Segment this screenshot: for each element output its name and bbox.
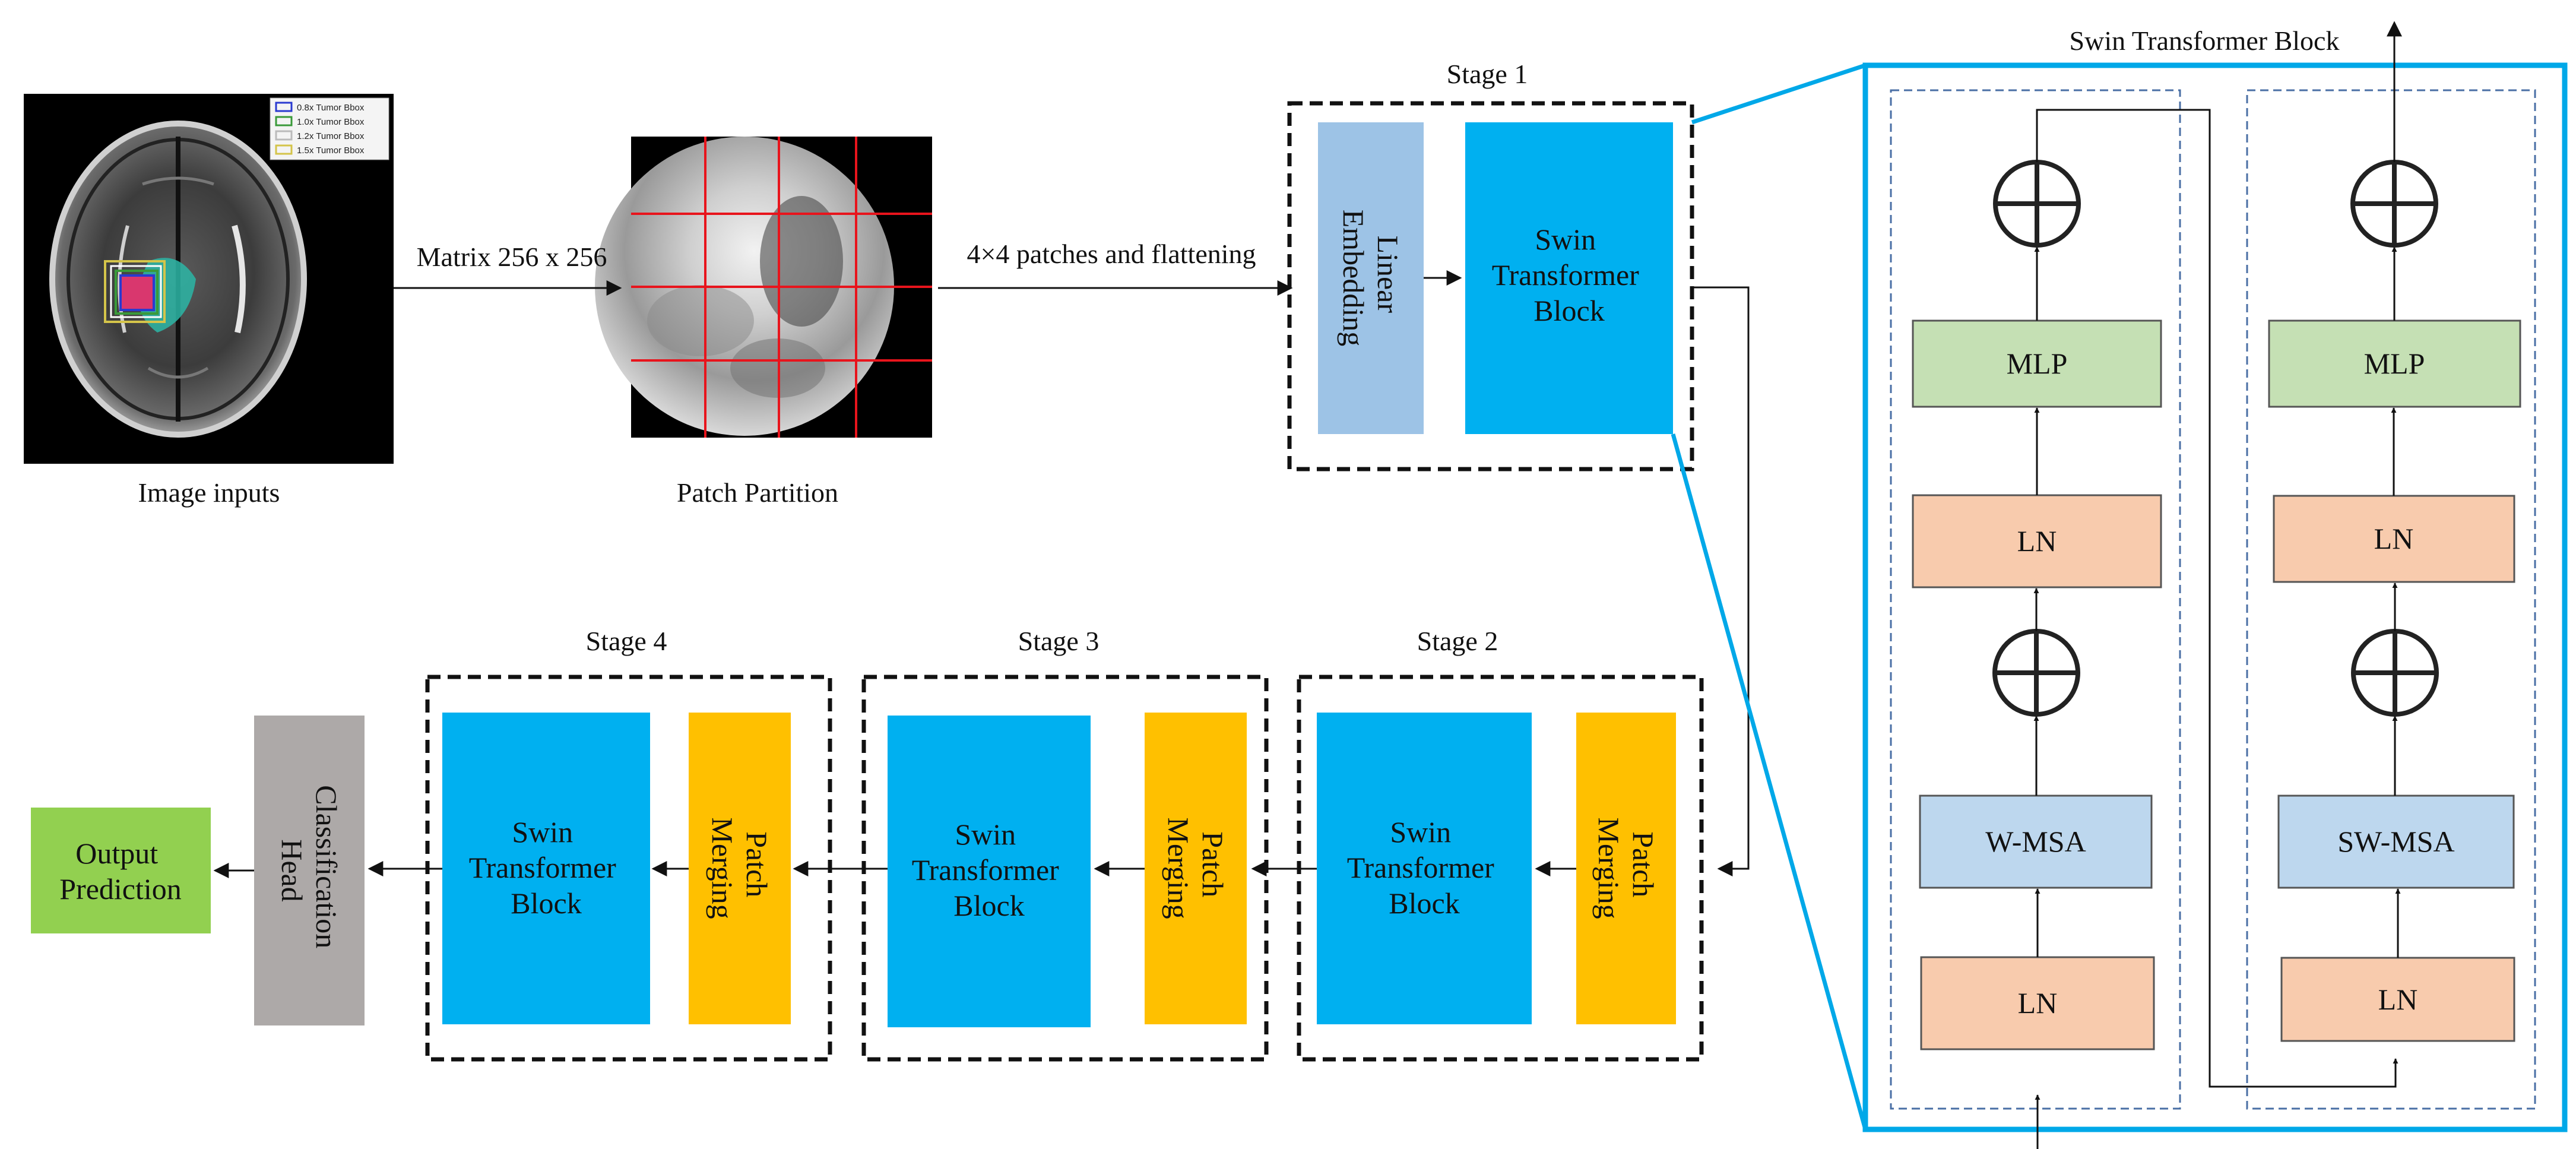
ln-text-2: LN xyxy=(2017,524,2057,558)
arrow-stage1-to-stage2 xyxy=(1692,286,1750,876)
add-circle-3 xyxy=(2351,629,2439,717)
mlp-box-2 xyxy=(2268,319,2521,408)
swin-block-detail-frame xyxy=(1862,62,2568,1132)
flattening-label: 4×4 patches and flattening xyxy=(967,239,1256,269)
stage4-label: Stage 4 xyxy=(586,626,667,656)
add-circle-2 xyxy=(1993,160,2081,248)
ln-box-2 xyxy=(1912,494,2162,588)
stage4-patch-merging-box xyxy=(689,713,791,1024)
sw-msa-box xyxy=(2277,795,2515,889)
classification-head-text: Classification Head xyxy=(275,785,343,955)
left-sub-block-frame xyxy=(1890,89,2181,1110)
stage3-patch-merging-box xyxy=(1145,713,1247,1024)
mlp-text-2: MLP xyxy=(2364,347,2425,380)
output-prediction-text: Output Prediction xyxy=(59,837,182,906)
ln-text-1: LN xyxy=(2018,986,2058,1020)
legend-label-2: 1.2x Tumor Bbox xyxy=(297,131,365,141)
w-msa-text: W-MSA xyxy=(1985,825,2086,858)
mlp-text-1: MLP xyxy=(2007,347,2068,380)
swin-block-title: Swin Transformer Block xyxy=(2070,26,2340,56)
classification-head-box xyxy=(254,716,365,1025)
output-prediction-box xyxy=(31,808,211,933)
stage1-swin-text: Swin Transformer Block xyxy=(1492,223,1647,327)
ln-text-3: LN xyxy=(2378,983,2418,1016)
stage3-label: Stage 3 xyxy=(1018,626,1100,656)
right-sub-block-frame xyxy=(2246,89,2536,1110)
stage2-swin-text: Swin Transformer Block xyxy=(1347,815,1502,920)
mri-legend: 0.8x Tumor Bbox 1.0x Tumor Bbox 1.2x Tum… xyxy=(270,97,389,160)
arrow-left-to-right-block xyxy=(2036,109,2398,1088)
legend-label-3: 1.5x Tumor Bbox xyxy=(297,145,365,156)
stage4-swin-box xyxy=(442,713,650,1024)
linear-embedding-text: Linear Embedding xyxy=(1337,210,1405,347)
patch-partition-image xyxy=(595,137,932,438)
matrix-label: Matrix 256 x 256 xyxy=(417,242,607,272)
linear-embedding-box xyxy=(1318,122,1424,434)
stage2-label: Stage 2 xyxy=(1417,626,1498,656)
add-circle-1 xyxy=(1992,629,2080,717)
zoom-line-top xyxy=(1691,63,1867,125)
legend-label-1: 1.0x Tumor Bbox xyxy=(297,117,365,127)
stage3-patch-merging-text: Patch Merging xyxy=(1162,817,1230,919)
stage2-swin-box xyxy=(1317,713,1532,1024)
patch-partition-label: Patch Partition xyxy=(677,477,838,508)
legend-label-0: 0.8x Tumor Bbox xyxy=(297,103,365,113)
w-msa-box xyxy=(1919,795,2153,889)
stage1-label: Stage 1 xyxy=(1447,59,1528,89)
stage1-frame xyxy=(1287,101,1694,471)
stage3-swin-text: Swin Transformer Block xyxy=(912,818,1067,922)
stage4-patch-merging-text: Patch Merging xyxy=(706,817,774,919)
zoom-line-bottom xyxy=(1671,433,1868,1130)
sw-msa-text: SW-MSA xyxy=(2337,825,2454,858)
image-inputs-label: Image inputs xyxy=(138,477,280,508)
stage2-patch-merging-box xyxy=(1576,713,1676,1024)
ln-box-1 xyxy=(1920,956,2155,1050)
stage1-swin-box xyxy=(1465,122,1673,434)
stage2-patch-merging-text: Patch Merging xyxy=(1592,817,1660,919)
stage3-swin-box xyxy=(888,716,1091,1027)
ln-text-4: LN xyxy=(2374,522,2414,555)
add-circle-4 xyxy=(2350,160,2438,248)
stage4-swin-text: Swin Transformer Block xyxy=(469,815,624,920)
